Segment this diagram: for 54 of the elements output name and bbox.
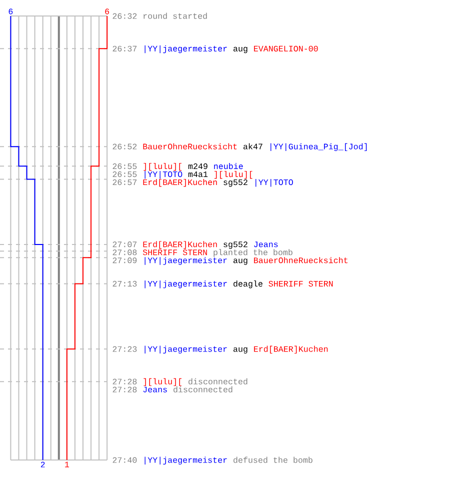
timestamp: 26:32	[112, 13, 137, 19]
player-count: 1	[65, 462, 69, 468]
player-name: ][lulu][	[144, 162, 182, 171]
player-name: Erd[BAER]Kuchen	[254, 346, 328, 354]
event-text: planted the bomb	[214, 249, 292, 257]
player-count: 6	[105, 8, 110, 14]
player-name: ][lulu][	[144, 378, 182, 386]
player-name: BauerOhneRuecksicht	[143, 143, 237, 150]
player-name: EVANGELION-00	[254, 46, 318, 52]
timestamp: 27:23	[112, 346, 137, 352]
player-name: neubie	[214, 162, 243, 170]
timestamp: 26:37	[112, 46, 137, 52]
player-name: |YY|jaegermeister	[144, 257, 227, 265]
player-name: SHERIFF STERN	[142, 250, 207, 256]
player-name: |YY|jaegermeister	[144, 346, 227, 354]
player-name: ][lulu][	[214, 170, 252, 179]
player-name: Jeans	[254, 242, 278, 248]
weapon-name: aug	[234, 46, 248, 54]
weapon-name: m4a1	[188, 172, 208, 178]
player-name: |YY|jaegermeister	[144, 280, 227, 288]
player-name: Jeans	[143, 386, 167, 392]
player-name: Erd[BAER]Kuchen	[143, 241, 217, 249]
player-name: SHERIFF STERN	[268, 280, 333, 287]
timestamp: 26:55	[112, 163, 137, 170]
player-name: BauerOhneRuecksicht	[254, 257, 348, 264]
weapon-name: ak47	[244, 143, 262, 150]
timestamp: 26:55	[112, 171, 137, 178]
weapon-name: deagle	[234, 280, 262, 288]
player-name: Erd[BAER]Kuchen	[143, 178, 217, 187]
timestamp: 27:28	[112, 386, 137, 392]
weapon-name: aug	[234, 258, 248, 265]
player-name: |YY|jaegermeister	[144, 45, 227, 54]
weapon-name: m249	[188, 163, 208, 170]
weapon-name: sg552	[224, 179, 248, 187]
timestamp: 27:08	[112, 250, 137, 256]
timestamp: 27:07	[112, 242, 137, 248]
player-name: |YY|Guinea_Pig_[Jod]	[270, 143, 367, 152]
timestamp: 27:28	[112, 378, 137, 384]
player-count: 6	[8, 8, 13, 14]
timestamp: 26:52	[112, 144, 137, 150]
player-name: |YY|jaegermeister	[144, 456, 227, 465]
weapon-name: aug	[234, 347, 248, 354]
player-name: |YY|TOTO	[256, 178, 293, 187]
player-count: 2	[40, 462, 45, 468]
player-name: |YY|TOTO	[144, 170, 182, 179]
timestamp: 27:13	[112, 280, 137, 287]
event-text: defused the bomb	[234, 456, 312, 463]
timestamp: 26:57	[112, 179, 137, 186]
event-text: disconnected	[188, 378, 248, 384]
event-text: round started	[144, 12, 207, 19]
timestamp: 27:09	[112, 258, 137, 264]
weapon-name: sg552	[224, 242, 248, 249]
event-text: disconnected	[174, 386, 232, 392]
timestamp: 27:40	[112, 457, 137, 463]
